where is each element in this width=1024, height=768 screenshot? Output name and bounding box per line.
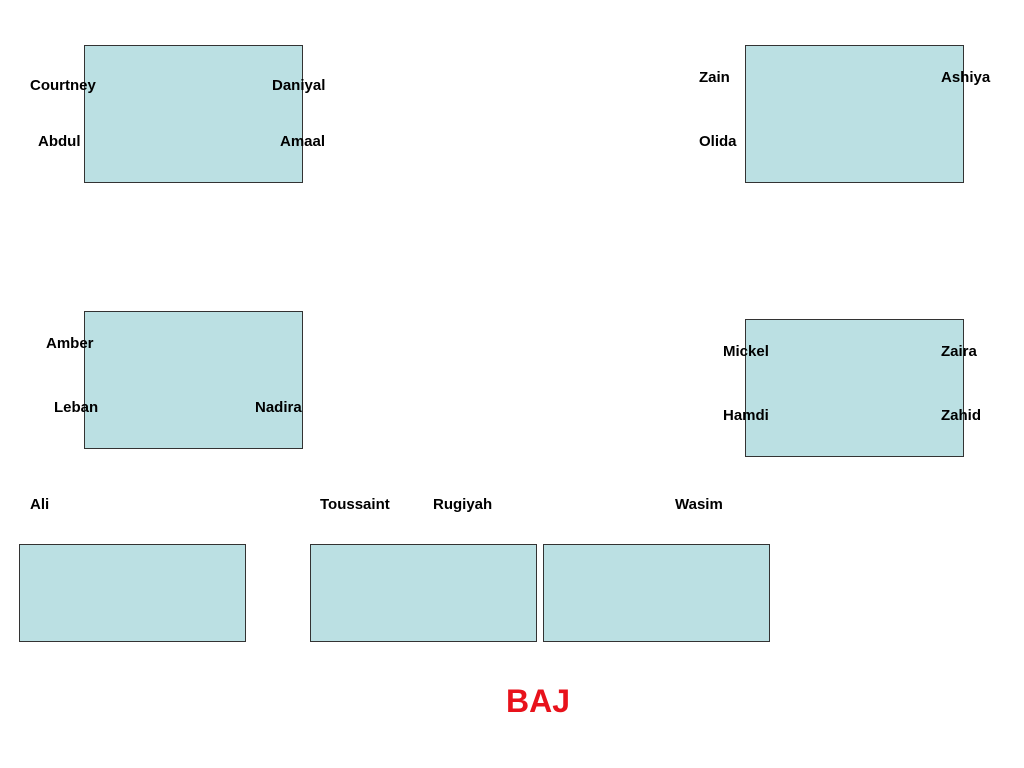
table-bottom-left — [19, 544, 246, 642]
table-top-left — [84, 45, 303, 183]
table-mid-left — [84, 311, 303, 449]
name-zahid: Zahid — [941, 407, 981, 424]
name-amaal: Amaal — [280, 133, 326, 150]
name-leban: Leban — [54, 399, 99, 416]
name-ali: Ali — [30, 496, 50, 513]
name-wasim: Wasim — [675, 496, 723, 513]
name-mickel: Mickel — [723, 343, 769, 360]
name-nadira: Nadira — [255, 399, 302, 416]
name-zaira: Zaira — [941, 343, 977, 360]
name-daniyal: Daniyal — [272, 77, 326, 94]
name-rugiyah: Rugiyah — [433, 496, 493, 513]
name-ashiya: Ashiya — [941, 69, 991, 86]
table-mid-right — [745, 319, 964, 457]
name-amber: Amber — [46, 335, 94, 352]
table-top-right — [745, 45, 964, 183]
room-title: BAJ — [506, 683, 571, 719]
name-toussaint: Toussaint — [320, 496, 390, 513]
name-courtney: Courtney — [30, 77, 96, 94]
name-olida: Olida — [699, 133, 737, 150]
name-zain: Zain — [699, 69, 730, 86]
name-abdul: Abdul — [38, 133, 81, 150]
name-hamdi: Hamdi — [723, 407, 769, 424]
table-bottom-mid — [310, 544, 537, 642]
table-bottom-right — [543, 544, 770, 642]
